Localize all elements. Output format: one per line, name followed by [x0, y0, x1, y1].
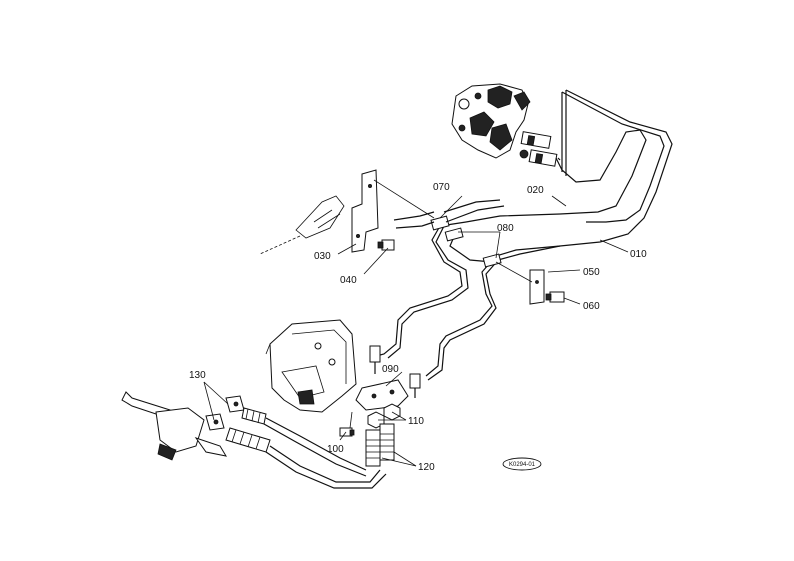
label-040: 040 [340, 275, 357, 286]
clamp-080-upper [444, 227, 464, 242]
coupler-120-a [365, 429, 381, 467]
label-030: 030 [314, 251, 331, 262]
coupler-120-b [379, 423, 395, 461]
label-100: 100 [327, 444, 344, 455]
label-050: 050 [583, 267, 600, 278]
label-070: 070 [433, 182, 450, 193]
pipe-harness [375, 225, 501, 381]
label-020: 020 [527, 185, 544, 196]
bracket-030 [351, 169, 379, 253]
fitting-left [369, 345, 381, 374]
leader-lines [203, 179, 629, 467]
bracket-090 [355, 379, 409, 411]
pipe-020 [439, 90, 665, 227]
drawing-code-stamp: K0294-01 [502, 457, 542, 471]
bolt-100 [339, 427, 355, 437]
label-110: 110 [408, 416, 424, 427]
valve-fitting-upper [520, 131, 552, 149]
bracket-050 [529, 269, 545, 305]
hose-070 [393, 199, 505, 229]
label-120: 120 [418, 462, 435, 473]
label-130: 130 [189, 370, 206, 381]
valve-fitting-lower [519, 149, 558, 167]
label-080: 080 [497, 223, 514, 234]
clamp-080-lower [482, 253, 502, 268]
control-valve [451, 83, 531, 159]
label-090: 090 [382, 364, 399, 375]
label-060: 060 [583, 301, 600, 312]
elbow-130-b [205, 413, 225, 431]
drawing-code: K0294-01 [509, 462, 536, 468]
fitting-right [409, 373, 421, 398]
elbow-130-a [225, 395, 245, 413]
bolt-040 [377, 239, 395, 251]
bolt-060 [545, 291, 565, 303]
label-010: 010 [630, 249, 647, 260]
pipe-010 [495, 89, 673, 261]
transmission-case [265, 319, 357, 413]
hose-cylinder-a [241, 407, 367, 477]
frame-sketch-left [259, 195, 345, 255]
hose-cylinder-b [225, 427, 387, 489]
hydraulic-cylinder [121, 391, 228, 461]
